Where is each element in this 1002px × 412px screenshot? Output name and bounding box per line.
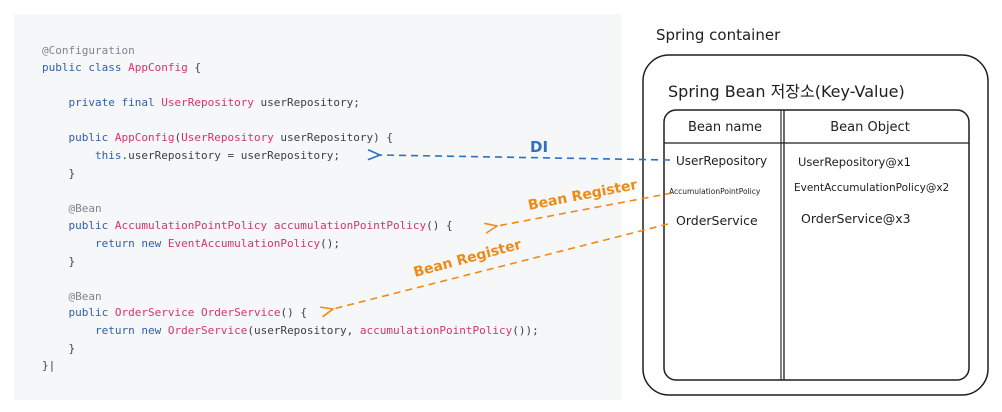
- code-token: }: [42, 342, 76, 355]
- container-box: [642, 54, 989, 396]
- code-token: userRepository) {: [273, 131, 394, 144]
- code-block: @Configuration public class AppConfig { p…: [14, 14, 621, 400]
- code-line: @Bean: [42, 202, 102, 216]
- code-line: }|: [42, 359, 55, 373]
- code-line: this.userRepository = userRepository;: [42, 149, 340, 163]
- bean-table: [663, 109, 970, 381]
- code-token: accumulationPointPolicy: [359, 324, 513, 337]
- row-object-orderservice: OrderService@x3: [801, 211, 911, 226]
- code-token: public: [42, 131, 115, 144]
- code-token: (: [174, 131, 182, 144]
- row-name-orderservice: OrderService: [676, 213, 758, 228]
- bean-register-label-1: Bean Register: [527, 177, 639, 214]
- code-token: }: [42, 167, 76, 180]
- bean-register-arrow-1: [497, 192, 673, 226]
- code-token: }|: [42, 359, 56, 372]
- code-token: EventAccumulationPolicy: [167, 237, 321, 250]
- header-bean-name: Bean name: [688, 120, 762, 135]
- code-token: AppConfig: [114, 131, 175, 144]
- code-line: }: [42, 255, 75, 269]
- code-token: () {: [280, 306, 307, 319]
- code-token: ());: [512, 324, 539, 337]
- code-line: }: [42, 167, 75, 181]
- code-line: public AppConfig(UserRepository userRepo…: [42, 131, 393, 145]
- code-token: public class: [42, 61, 129, 74]
- store-title: Spring Bean 저장소(Key-Value): [668, 82, 905, 101]
- row-object-eventaccumulationpolicy: EventAccumulationPolicy@x2: [794, 182, 949, 194]
- header-bean-object: Bean Object: [830, 120, 910, 135]
- row-name-userrepository: UserRepository: [676, 154, 767, 168]
- bean-register-arrow-2: [333, 223, 669, 309]
- code-token: OrderService: [167, 324, 248, 337]
- code-token: UserRepository: [161, 96, 254, 109]
- code-line: public class AppConfig {: [42, 61, 201, 75]
- code-line: return new OrderService(userRepository, …: [42, 324, 539, 338]
- code-token: () {: [426, 219, 453, 232]
- code-token: public: [42, 219, 115, 232]
- code-token: return new: [42, 237, 168, 250]
- code-token: OrderService: [114, 306, 195, 319]
- di-arrow: [380, 155, 671, 161]
- di-label: DI: [530, 138, 548, 156]
- code-token: (userRepository,: [247, 324, 360, 337]
- row-name-accumulationpointpolicy: AccumulationPointPolicy: [669, 187, 761, 196]
- code-line: @Bean: [42, 290, 102, 304]
- code-line: return new EventAccumulationPolicy();: [42, 237, 340, 251]
- code-token: AccumulationPointPolicy: [114, 219, 268, 232]
- code-token: @Bean: [42, 290, 102, 303]
- code-token: {: [187, 61, 201, 74]
- code-token: OrderService: [200, 306, 281, 319]
- code-token: @Bean: [42, 202, 102, 215]
- code-token: AppConfig: [128, 61, 188, 74]
- code-token: .userRepository = userRepository;: [121, 149, 341, 162]
- container-title: Spring container: [656, 26, 781, 44]
- code-line: public OrderService OrderService() {: [42, 306, 307, 320]
- code-line: }: [42, 342, 75, 356]
- code-line: public AccumulationPointPolicy accumulat…: [42, 219, 453, 233]
- code-token: private final: [42, 96, 162, 109]
- code-token: return new: [42, 324, 168, 337]
- code-token: userRepository;: [253, 96, 360, 109]
- code-token: }: [42, 255, 76, 268]
- code-token: UserRepository: [181, 131, 274, 144]
- code-line: private final UserRepository userReposit…: [42, 96, 360, 110]
- code-line: @Configuration: [42, 44, 135, 58]
- code-token: ();: [320, 237, 341, 250]
- code-token: @Configuration: [42, 44, 135, 57]
- code-token: this: [42, 149, 122, 162]
- code-token: accumulationPointPolicy: [273, 219, 427, 232]
- row-object-userrepository: UserRepository@x1: [798, 155, 911, 169]
- code-token: public: [42, 306, 115, 319]
